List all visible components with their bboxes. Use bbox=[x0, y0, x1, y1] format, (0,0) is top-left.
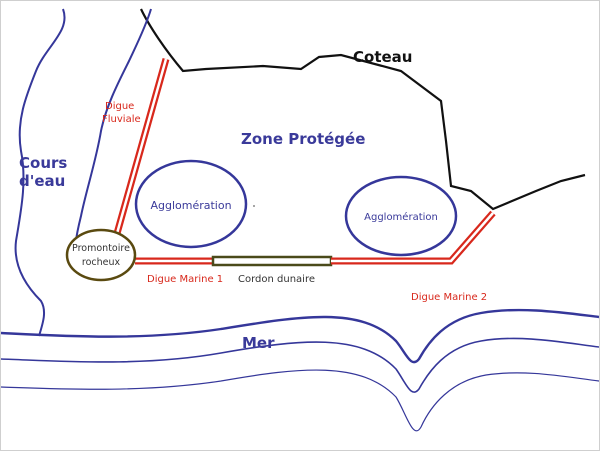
agglomeration-left-label: Agglomération bbox=[150, 199, 231, 212]
mer-label: Mer bbox=[242, 334, 275, 352]
digue-marine-1-label: Digue Marine 1 bbox=[147, 274, 223, 285]
wave-1 bbox=[1, 337, 599, 393]
cordon-dunaire-label: Cordon dunaire bbox=[238, 274, 315, 285]
promontoire-label-line1: Promontoire bbox=[72, 243, 130, 254]
coteau-label: Coteau bbox=[353, 48, 412, 66]
agglomeration-right-label: Agglomération bbox=[364, 211, 438, 223]
promontoire-label-line2: rocheux bbox=[82, 257, 121, 268]
agglomeration-left-shape bbox=[134, 159, 248, 249]
river-bank-left bbox=[14, 8, 66, 337]
cours-label-line2: d'eau bbox=[19, 172, 65, 190]
promontoire-rocheux bbox=[65, 228, 137, 282]
agglomeration-right-shape bbox=[344, 175, 458, 257]
wave-2 bbox=[1, 369, 599, 432]
coastline bbox=[1, 308, 599, 364]
river-bank-right bbox=[73, 8, 152, 267]
zone-protegee-label: Zone Protégée bbox=[241, 130, 365, 148]
coteau-boundary bbox=[140, 8, 586, 211]
digue-fluviale-label-line1: Digue bbox=[105, 101, 134, 112]
digue-fluviale-label-line2: Fluviale bbox=[102, 114, 141, 125]
digue-marine-2-label: Digue Marine 2 bbox=[411, 292, 487, 303]
cours-label-line1: Cours bbox=[19, 154, 67, 172]
cordon-dunaire bbox=[211, 255, 333, 267]
